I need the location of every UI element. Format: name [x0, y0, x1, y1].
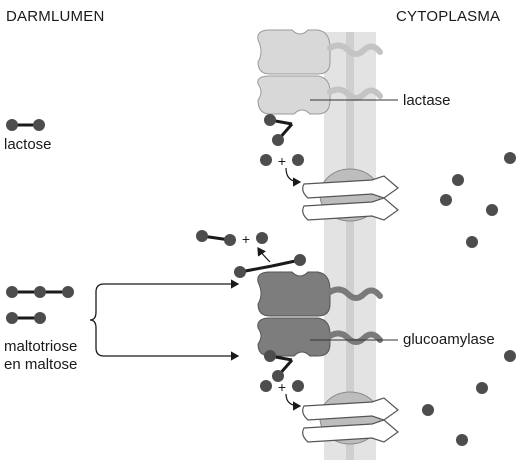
plus-sign-maltotriose: +: [242, 231, 250, 247]
maltotriose-cleavage-products: [196, 230, 268, 246]
label-lactase: lactase: [403, 92, 451, 109]
arrow-maltose-products-to-transporter: [285, 393, 302, 411]
maltotriose-bound-molecule: [234, 254, 306, 278]
cell-membrane: [324, 32, 376, 460]
plus-sign-maltose: +: [278, 379, 286, 395]
glucose-transporter-lower: [302, 391, 399, 445]
plus-sign-lactose: +: [278, 153, 286, 169]
cytoplasm-glucose-molecules: [422, 152, 516, 446]
label-en-maltose: en maltose: [4, 356, 78, 373]
label-maltotriose: maltotriose: [4, 338, 78, 355]
maltose-bound-molecule: [264, 350, 294, 382]
glucoamylase-enzyme: [257, 271, 383, 357]
lactose-legend-molecule: [6, 119, 45, 131]
maltose-products: [260, 380, 304, 392]
heading-cytoplasma: CYTOPLASMA: [396, 8, 501, 25]
label-lactose: lactose: [4, 136, 52, 153]
arrow-lactose-products-to-transporter: [285, 167, 302, 187]
heading-darmlumen: DARMLUMEN: [6, 8, 105, 25]
maltose-legend-molecule: [6, 312, 46, 324]
glucose-transporter-upper: [302, 168, 399, 222]
arrow-release-products: [257, 247, 271, 263]
maltotriose-legend-molecule: [6, 286, 74, 298]
lactose-bound-molecule: [264, 114, 294, 146]
lactase-enzyme: [257, 29, 383, 115]
substrate-brace: [89, 283, 105, 357]
lactose-products: [260, 154, 304, 166]
label-glucoamylase: glucoamylase: [403, 331, 495, 348]
